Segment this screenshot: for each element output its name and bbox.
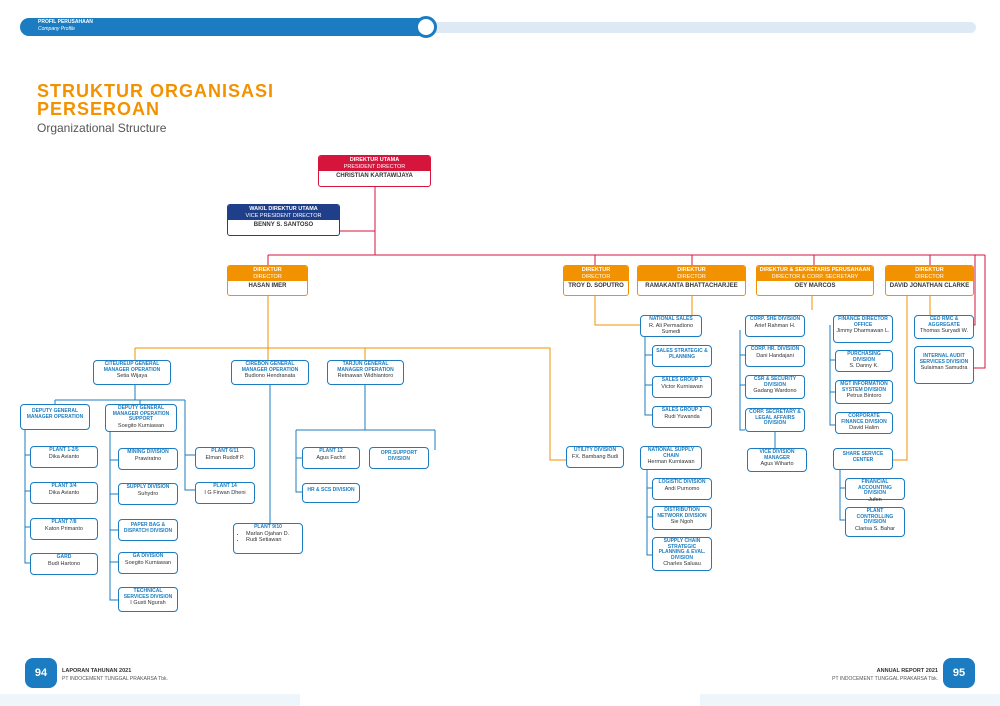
section-title: PROFIL PERUSAHAAN xyxy=(38,19,93,25)
footer-wave-left xyxy=(0,694,300,706)
unit-supply-chain-strategic: SUPPLY CHAIN STRATEGIC PLANNING & EVAL. … xyxy=(652,537,712,571)
page-number-left: 94 xyxy=(25,658,57,688)
unit-plant-9-10: PLANT 9/10Marlan Ojahan D.Rudi Setiawan xyxy=(233,523,303,554)
footer-report-title-right: ANNUAL REPORT 2021 xyxy=(876,668,938,674)
section-subtitle: Company Profile xyxy=(38,26,75,32)
footer-company-left: PT INDOCEMENT TUNGGAL PRAKARSA Tbk. xyxy=(62,676,168,682)
footer-report-title-left: LAPORAN TAHUNAN 2021 xyxy=(62,668,132,674)
header-track xyxy=(430,22,976,33)
header-bar xyxy=(20,18,430,36)
plant-9-10-list: Marlan Ojahan D.Rudi Setiawan xyxy=(236,531,300,544)
footer-company-right: PT INDOCEMENT TUNGGAL PRAKARSA Tbk. xyxy=(832,676,938,682)
footer-wave-right xyxy=(700,694,1000,706)
unit-paper-bag-division: PAPER BAG & DISPATCH DIVISION xyxy=(118,519,178,541)
unit-sales-strategic: SALES STRATEGIC & PLANNING xyxy=(652,345,712,367)
header-circle xyxy=(415,16,437,38)
unit-corp-secretary-legal: CORP. SECRETARY & LEGAL AFFAIRS DIVISION xyxy=(745,408,805,432)
unit-share-service-center: SHARE SERVICE CENTER xyxy=(833,448,893,470)
page-number-right: 95 xyxy=(943,658,975,688)
unit-opr-support: OPR.SUPPORT DIVISION xyxy=(369,447,429,469)
unit-hr-scs: HR & SCS DIVISION xyxy=(302,483,360,503)
unit-deputy-gm: DEPUTY GENERAL MANAGER OPERATION xyxy=(20,404,90,430)
page-subtitle: Organizational Structure xyxy=(37,121,167,135)
unit-deputy-gm-support: DEPUTY GENERAL MANAGER OPERATION SUPPORT… xyxy=(105,404,177,432)
page-title: STRUKTUR ORGANISASI PERSEROAN xyxy=(37,81,275,119)
